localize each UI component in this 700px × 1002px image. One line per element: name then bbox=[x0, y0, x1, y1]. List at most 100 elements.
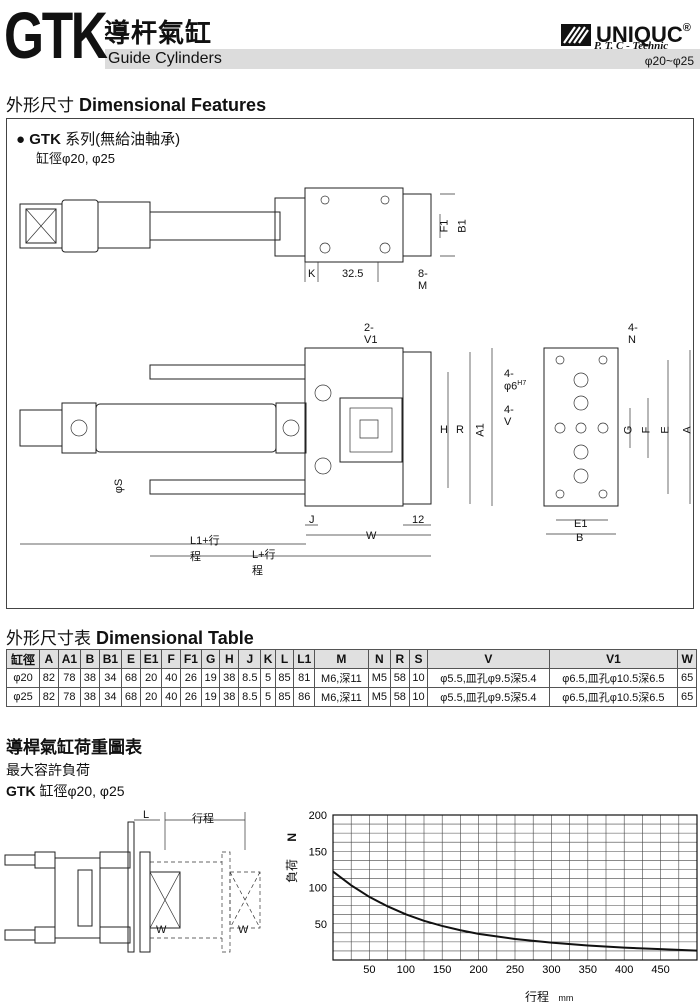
table-cell: 34 bbox=[98, 668, 123, 688]
label-32-5: 32.5 bbox=[342, 268, 364, 280]
brand-tagline: P. T. C - Technic bbox=[594, 40, 669, 52]
table-cell: 8.5 bbox=[238, 687, 262, 707]
label-4n: 4-N bbox=[628, 322, 638, 346]
section-dimensional-table: 外形尺寸表 Dimensional Table bbox=[6, 624, 254, 649]
table-cell: M6,深11 bbox=[314, 687, 369, 707]
label-k: K bbox=[308, 268, 316, 280]
header-band bbox=[105, 49, 700, 69]
section-load-chart-title: 導桿氣缸荷重圖表 bbox=[6, 738, 142, 758]
section2-title-en: Dimensional Table bbox=[96, 628, 254, 648]
table-header-cell: 缸徑 bbox=[5, 649, 41, 669]
table-header-cell: J bbox=[238, 649, 262, 669]
table-cell: 68 bbox=[121, 668, 141, 688]
table-cell: 65 bbox=[677, 687, 697, 707]
chart-ytick-label: 100 bbox=[309, 883, 327, 895]
label-w: W bbox=[366, 530, 377, 542]
load-l-label: L bbox=[143, 809, 150, 821]
title-zh: 導杆氣缸 bbox=[104, 19, 213, 49]
load-w-label: W bbox=[156, 924, 167, 936]
section-dimensional-features: 外形尺寸 Dimensional Features bbox=[6, 91, 266, 116]
table-cell: M6,深11 bbox=[314, 668, 369, 688]
load-w-label-shifted: W bbox=[238, 924, 249, 936]
table-cell: M5 bbox=[367, 687, 392, 707]
section1-title-en: Dimensional Features bbox=[79, 95, 267, 115]
label-4phi6: 4-φ6H7 bbox=[504, 368, 527, 393]
table-cell: 34 bbox=[98, 687, 123, 707]
table-header-cell: K bbox=[260, 649, 276, 669]
label-2v1: 2-V1 bbox=[364, 322, 378, 346]
table-header-cell: W bbox=[677, 649, 697, 669]
table-cell: 8.5 bbox=[238, 668, 262, 688]
chart-xtick-label: 200 bbox=[469, 964, 487, 976]
end-view-drawing bbox=[543, 347, 691, 535]
brand-name: UNIQUC bbox=[596, 22, 683, 47]
label-8m: 8-M bbox=[418, 268, 428, 292]
label-l1: L1+行程 bbox=[190, 535, 220, 563]
table-cell: 19 bbox=[200, 668, 221, 688]
chart-yunit: N bbox=[285, 832, 299, 842]
series-text: 系列(無給油軸承) bbox=[65, 131, 181, 148]
table-cell: 26 bbox=[180, 687, 202, 707]
chart-xunit: mm bbox=[558, 993, 574, 1002]
table-cell: 65 bbox=[677, 668, 697, 688]
chart-xtick-label: 50 bbox=[363, 964, 375, 976]
top-view-drawing bbox=[19, 187, 455, 282]
chart-xtick-label: 100 bbox=[397, 964, 415, 976]
chart-xtick-label: 150 bbox=[433, 964, 451, 976]
chart-ytick-label: 200 bbox=[309, 810, 327, 822]
series-line: ● GTK 系列(無給油軸承) bbox=[16, 128, 180, 149]
table-cell: 68 bbox=[121, 687, 141, 707]
load-stroke-label: 行程 bbox=[192, 813, 214, 825]
max-load-subtitle: 最大容許負荷 bbox=[6, 763, 90, 779]
brand-logo-icon bbox=[561, 24, 591, 46]
table-header-cell: V bbox=[427, 649, 550, 669]
table-cell: 26 bbox=[180, 668, 202, 688]
table-header-cell: V1 bbox=[548, 649, 679, 669]
registered-mark: ® bbox=[682, 22, 691, 34]
table-cell: 85 bbox=[274, 687, 295, 707]
chart-ytick-label: 50 bbox=[315, 919, 327, 931]
series-code: GTK bbox=[29, 131, 61, 148]
table-cell: 10 bbox=[408, 687, 429, 707]
table-cell: 10 bbox=[408, 668, 429, 688]
chart-xlabel: 行程 bbox=[525, 990, 550, 1002]
table-cell: 38 bbox=[80, 687, 100, 707]
chart-xtick-label: 250 bbox=[506, 964, 524, 976]
label-e1: E1 bbox=[574, 518, 588, 530]
chart-ytick-label: 150 bbox=[309, 846, 327, 858]
bullet-icon: ● bbox=[16, 131, 26, 148]
label-12: 12 bbox=[412, 514, 425, 526]
chart-frame bbox=[332, 814, 698, 961]
load-series-code: GTK bbox=[6, 783, 36, 799]
table-cell: 86 bbox=[293, 687, 316, 707]
chart-xtick-label: 350 bbox=[579, 964, 597, 976]
table-cell: 40 bbox=[161, 687, 182, 707]
table-cell: φ5.5,皿孔φ9.5深5.4 bbox=[427, 687, 550, 707]
bore-sizes: 缸徑φ20, φ25 bbox=[36, 151, 116, 166]
table-cell: 78 bbox=[57, 687, 82, 707]
technical-drawing bbox=[19, 187, 691, 557]
chart-xtick-label: 300 bbox=[542, 964, 560, 976]
table-cell: φ25 bbox=[5, 687, 41, 707]
table-cell: 78 bbox=[57, 668, 82, 688]
chart-xtick-label: 400 bbox=[615, 964, 633, 976]
label-l: L+行程 bbox=[252, 549, 276, 577]
load-bore: 缸徑φ20, φ25 bbox=[39, 783, 125, 799]
table-cell: φ6.5,皿孔φ10.5深6.5 bbox=[548, 668, 679, 688]
chart-xlabel-group: 行程 mm bbox=[525, 988, 573, 1002]
label-b: B bbox=[576, 532, 584, 544]
load-series-line: GTK 缸徑φ20, φ25 bbox=[6, 781, 125, 801]
table-cell: 5 bbox=[260, 687, 276, 707]
table-header-cell: B1 bbox=[98, 649, 123, 669]
table-cell: 82 bbox=[39, 668, 59, 688]
table-header-cell: A1 bbox=[57, 649, 82, 669]
chart-xtick-label: 450 bbox=[651, 964, 669, 976]
label-4v: 4-V bbox=[504, 404, 514, 428]
table-header-cell: G bbox=[200, 649, 221, 669]
section2-title-zh: 外形尺寸表 bbox=[6, 629, 91, 649]
chart-ylabel-group: 負荷 N bbox=[283, 833, 300, 883]
table-cell: φ20 bbox=[5, 668, 41, 688]
